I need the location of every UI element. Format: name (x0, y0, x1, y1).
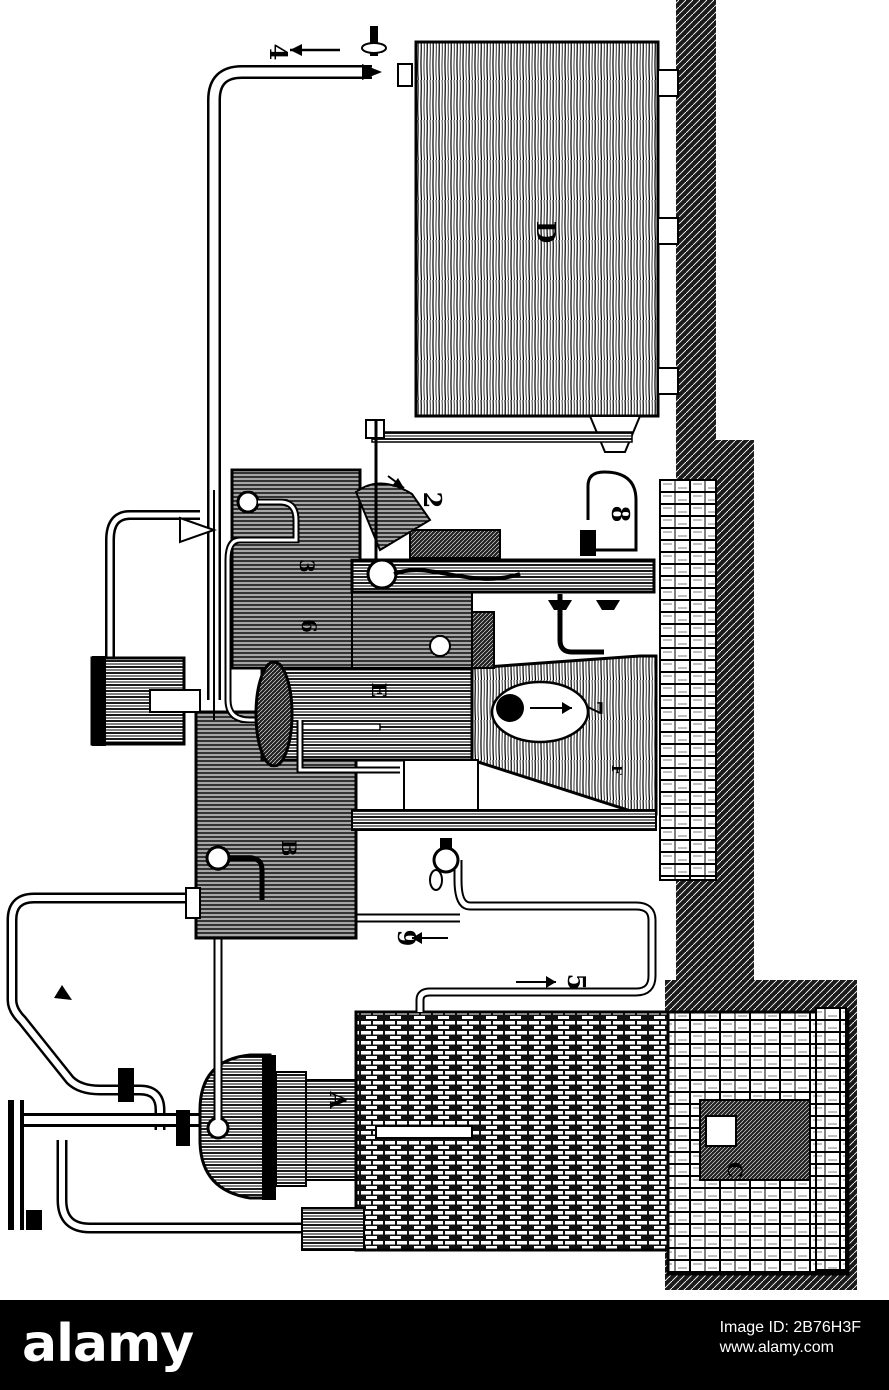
label-6: 6 (297, 619, 321, 633)
label-f: F (608, 765, 624, 775)
label-5: 5 (562, 974, 591, 991)
label-tank-d: D (530, 221, 560, 244)
image-meta: Image ID: 2B76H3F www.alamy.com (720, 1318, 861, 1358)
cylinder-left (90, 656, 201, 746)
pipe-5-9: 5 9 (392, 838, 657, 1012)
alamy-logo: alamy (22, 1314, 194, 1374)
label-b: B (277, 840, 301, 857)
cylinder-e: E 7 F (254, 654, 658, 831)
label-2: 2 (418, 492, 447, 509)
image-id-text: Image ID: 2B76H3F (719, 1319, 861, 1336)
footer-bar: alamy Image ID: 2B76H3F www.alamy.com (0, 1300, 889, 1390)
label-c: C (723, 1162, 747, 1178)
label-4: 4 (264, 44, 293, 61)
label-7: 7 (580, 700, 606, 715)
furnace: C (301, 1007, 850, 1276)
label-e: E (367, 682, 391, 697)
label-8: 8 (606, 506, 635, 523)
tank-d: D (365, 40, 679, 453)
pump-mechanism: 2 8 (350, 420, 656, 669)
label-a: A (324, 1090, 350, 1109)
engraving-diagram: D 4 A (6, 0, 857, 1290)
label-3: 3 (295, 559, 319, 573)
site-url-text: www.alamy.com (719, 1339, 834, 1356)
top-pipe: 4 (207, 26, 387, 700)
vessel-upper: 3 6 (179, 468, 362, 724)
label-9: 9 (392, 930, 421, 947)
